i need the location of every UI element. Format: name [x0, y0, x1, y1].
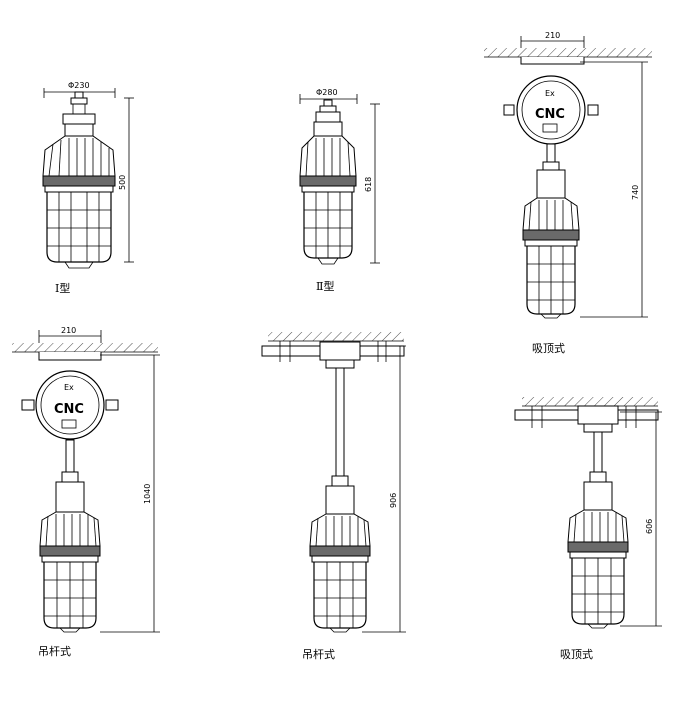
width-dimension: 210: [520, 31, 585, 48]
height-dimension: 500: [118, 97, 134, 263]
width-label: Φ280: [316, 88, 338, 97]
figure-pendant-box: 210 Ex CNC: [12, 326, 160, 658]
lamp-body: [522, 161, 580, 319]
caption: Ⅱ型: [316, 279, 334, 293]
height-label: 606: [645, 519, 654, 534]
height-label: 906: [389, 493, 398, 508]
lamp-body: [309, 475, 371, 633]
figure-ceiling-rod: 606 吸顶式: [514, 397, 662, 661]
height-label: 618: [364, 177, 373, 192]
caption: 吸顶式: [560, 648, 593, 661]
height-dimension: 906: [362, 345, 406, 633]
width-dimension: Φ280: [299, 88, 358, 104]
junction-box: Ex CNC: [503, 75, 599, 145]
caption: 吸顶式: [532, 342, 565, 355]
width-dimension: 210: [38, 326, 102, 343]
ceiling: [484, 48, 652, 58]
caption: 吊杆式: [38, 644, 71, 658]
width-label: 210: [545, 31, 560, 40]
ceiling: [12, 343, 158, 353]
lamp-body: [42, 91, 116, 269]
width-dimension: Φ230: [43, 81, 116, 98]
box-label-ex: Ex: [64, 383, 74, 392]
box-label-ex: Ex: [545, 89, 555, 98]
figure-pendant-rod: 906 吊杆式: [261, 332, 406, 661]
height-dimension: 618: [364, 103, 380, 264]
ceiling: [522, 397, 658, 407]
lamp-body: [567, 471, 629, 629]
lamp-body: [299, 99, 357, 265]
lamp-body: [39, 471, 101, 633]
height-dimension: 1040: [100, 354, 160, 633]
figure-type-2: Φ280 618 Ⅱ型: [299, 88, 380, 293]
height-label: 500: [118, 175, 127, 190]
height-dimension: 740: [580, 61, 648, 318]
height-dimension: 606: [620, 411, 662, 627]
ceiling: [268, 332, 404, 342]
junction-box: Ex CNC: [21, 370, 119, 440]
caption: Ⅰ型: [55, 281, 70, 295]
figure-ceiling-mount: 210 Ex CNC: [484, 31, 652, 355]
box-label-brand: CNC: [535, 107, 565, 122]
height-label: 740: [631, 185, 640, 200]
width-label: Φ230: [68, 81, 90, 90]
caption: 吊杆式: [302, 647, 335, 661]
figure-type-1: Φ230 500 Ⅰ型: [42, 81, 134, 295]
height-label: 1040: [143, 484, 152, 504]
box-label-brand: CNC: [54, 402, 84, 417]
width-label: 210: [61, 326, 76, 335]
